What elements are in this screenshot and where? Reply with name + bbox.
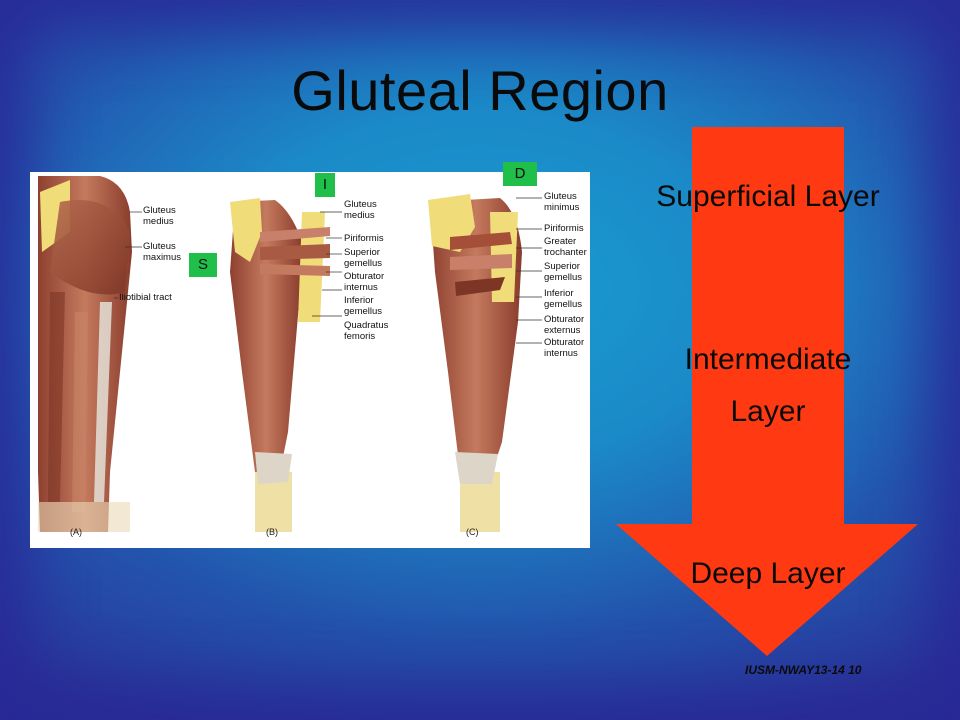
intermediate-layer-label-line1: Intermediate [684, 343, 852, 376]
depth-arrow-shape [616, 127, 918, 656]
label-superior-gemellus-c: Superior gemellus [544, 261, 583, 283]
label-gluteus-medius-a: Gluteus medius [143, 205, 176, 227]
label-gluteus-minimus-c: Gluteus minimus [544, 191, 580, 213]
label-piriformis-b: Piriformis [344, 233, 384, 244]
label-superior-gemellus-b: Superior gemellus [344, 247, 383, 269]
slide-footer: IUSM-NWAY13-14 10 [745, 663, 862, 677]
panel-c-drawing [428, 194, 542, 532]
label-inferior-gemellus-c: Inferior gemellus [544, 288, 583, 310]
superficial-layer-label: Superficial Layer [656, 180, 880, 213]
panel-a-drawing [38, 176, 142, 532]
label-inferior-gemellus-b: Inferior gemellus [344, 295, 383, 317]
label-gluteus-maximus-a: Gluteus maximus [143, 241, 182, 263]
panel-b-drawing [230, 198, 342, 532]
anatomy-illustration [38, 176, 542, 532]
panel-caption-c: (C) [466, 527, 479, 537]
gluteal-anatomy-figure: Gluteus medius Gluteus maximus Iliotibia… [30, 172, 590, 548]
panel-caption-a: (A) [70, 527, 82, 537]
label-gluteus-medius-b: Gluteus medius [344, 199, 377, 221]
label-iliotibial-tract: Iliotibial tract [119, 292, 172, 303]
label-obturator-internus-c: Obturator internus [544, 337, 585, 359]
badge-intermediate: I [315, 173, 335, 197]
deep-layer-label: Deep Layer [690, 557, 846, 590]
label-obturator-internus-b: Obturator internus [344, 271, 385, 293]
label-quadratus-femoris-b: Quadratus femoris [344, 320, 389, 342]
intermediate-layer-label-line2: Layer [730, 395, 806, 428]
label-piriformis-c: Piriformis [544, 223, 584, 234]
slide-title: Gluteal Region [291, 59, 669, 122]
label-greater-trochanter-c: Greater trochanter [544, 236, 587, 258]
badge-superficial: S [189, 253, 217, 277]
label-obturator-externus-c: Obturator externus [544, 314, 585, 336]
panel-caption-b: (B) [266, 527, 278, 537]
badge-deep: D [503, 162, 537, 186]
